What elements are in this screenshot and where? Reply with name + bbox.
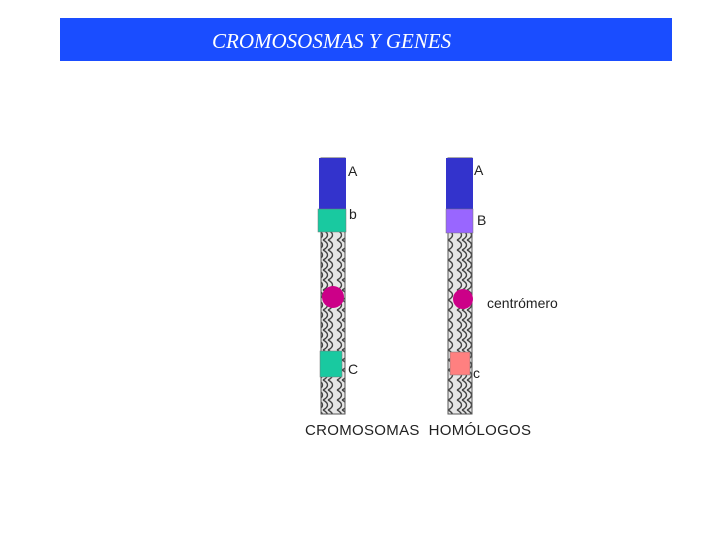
gene-block-right-3 <box>449 351 471 376</box>
gene-label-right-1: A <box>474 162 484 178</box>
gene-label-left-2: b <box>349 206 357 222</box>
gene-block-right-1 <box>446 158 473 210</box>
page-title: CROMOSOSMAS Y GENES <box>212 29 452 53</box>
title-bar: CROMOSOSMAS Y GENES <box>60 18 672 61</box>
gene-block-left-3 <box>319 350 343 378</box>
gene-block-left-2 <box>317 208 347 233</box>
chromosome-left: A b C <box>317 157 358 415</box>
gene-label-right-2: B <box>477 212 486 228</box>
diagram-caption: CROMOSOMAS HOMÓLOGOS <box>305 422 531 439</box>
gene-block-left-1 <box>319 158 346 210</box>
gene-label-right-3: c <box>473 365 480 381</box>
gene-label-left-1: A <box>348 163 358 179</box>
centromere-left <box>322 286 344 308</box>
centromere-label: centrómero <box>487 295 558 311</box>
gene-label-left-3: C <box>348 361 358 377</box>
chromosome-right: A B c centrómero <box>445 157 558 415</box>
centromere-right <box>453 289 473 309</box>
gene-block-right-2 <box>445 208 474 234</box>
